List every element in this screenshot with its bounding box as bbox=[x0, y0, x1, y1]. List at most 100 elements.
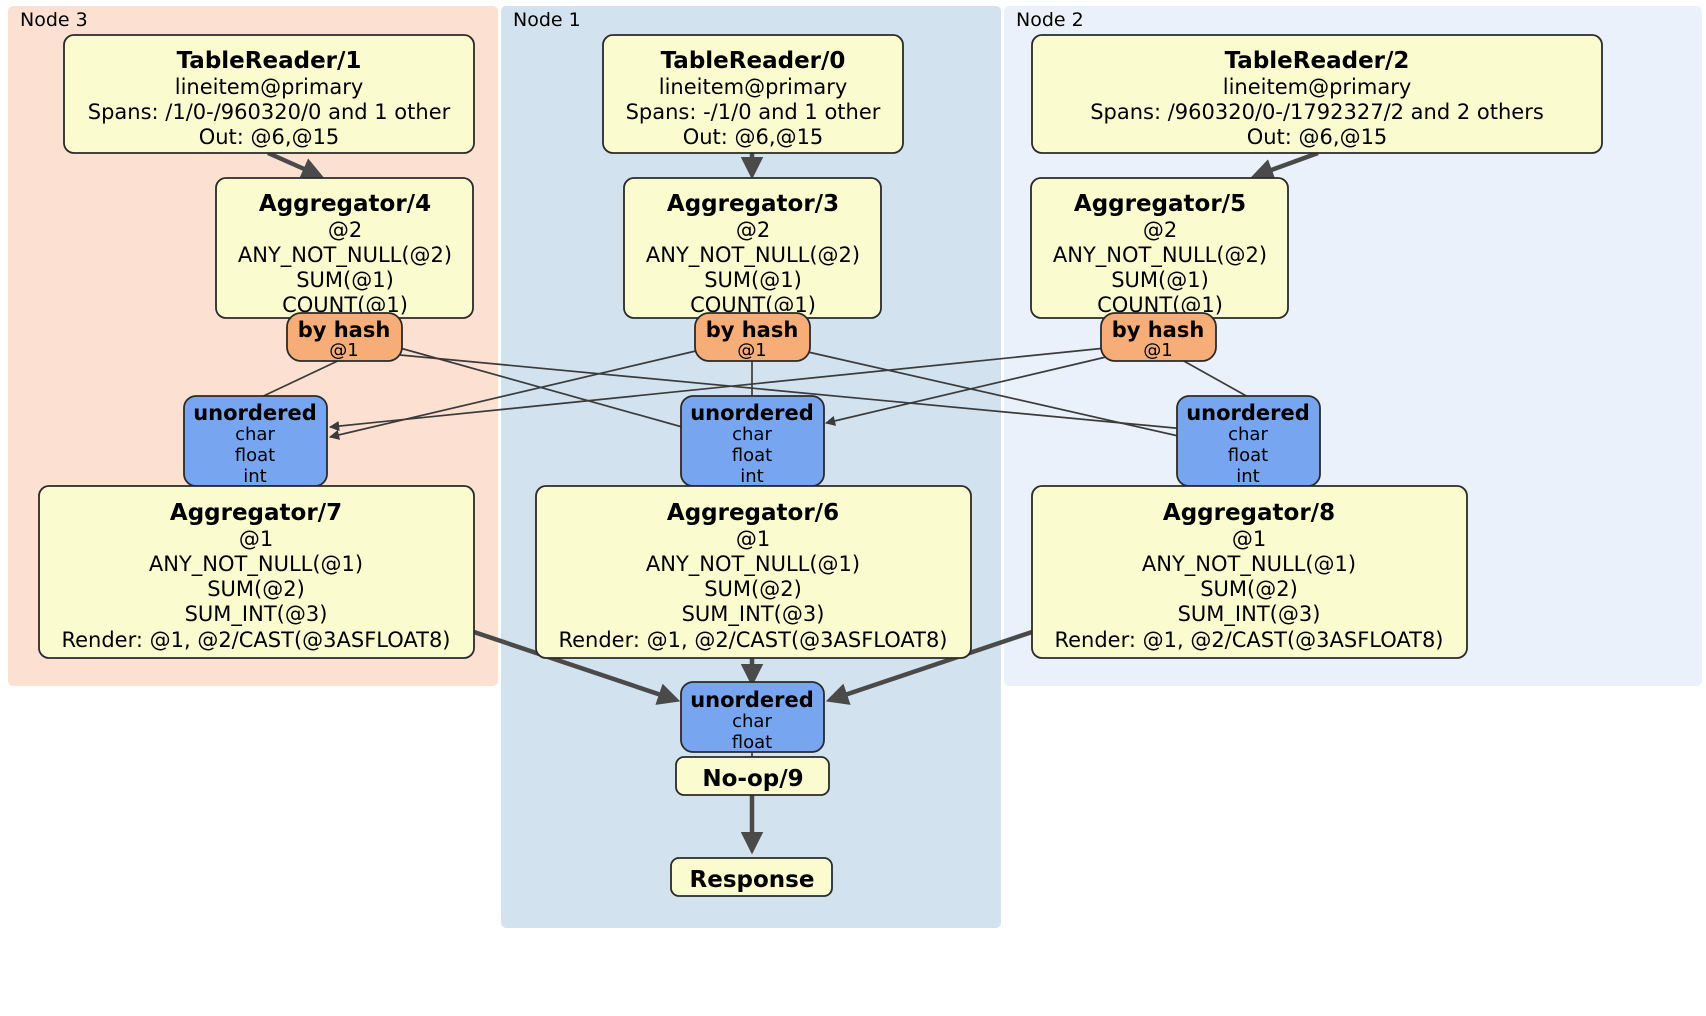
node-aggregator-8[interactable]: Aggregator/8 @1 ANY_NOT_NULL(@1) SUM(@2)… bbox=[1031, 485, 1468, 659]
sync-unordered-center[interactable]: unordered char float int bbox=[680, 395, 825, 487]
node-aggregator-7-line-0: @1 bbox=[239, 527, 273, 551]
node-aggregator-8-title: Aggregator/8 bbox=[1163, 500, 1335, 526]
node-response-title: Response bbox=[690, 867, 815, 893]
router-by-hash-center-box[interactable] bbox=[694, 312, 811, 362]
node-aggregator-6-box[interactable] bbox=[535, 485, 972, 659]
sync-unordered-right-line-0: char bbox=[1228, 424, 1268, 445]
router-by-hash-center-line-0: @1 bbox=[737, 340, 766, 361]
router-by-hash-right-box[interactable] bbox=[1100, 312, 1217, 362]
sync-unordered-final-box[interactable] bbox=[680, 681, 825, 753]
node-aggregator-7-box[interactable] bbox=[38, 485, 475, 659]
node-aggregator-4-title: Aggregator/4 bbox=[259, 191, 431, 217]
edge-tablereader1-to-aggregator4 bbox=[267, 150, 325, 180]
node-aggregator-6[interactable]: Aggregator/6 @1 ANY_NOT_NULL(@1) SUM(@2)… bbox=[535, 485, 972, 659]
node-aggregator-4-line-2: SUM(@1) bbox=[296, 268, 394, 292]
sync-unordered-final-title: unordered bbox=[690, 688, 814, 712]
node-aggregator-4[interactable]: Aggregator/4 @2 ANY_NOT_NULL(@2) SUM(@1)… bbox=[215, 177, 474, 319]
router-by-hash-right-line-0: @1 bbox=[1143, 340, 1172, 361]
sync-unordered-final-line-1: float bbox=[732, 732, 772, 753]
node-tablereader-2-line-2: Out: @6,@15 bbox=[1247, 125, 1388, 149]
node-tablereader-2-line-0: lineitem@primary bbox=[1223, 75, 1412, 99]
router-by-hash-left-title: by hash bbox=[298, 318, 391, 342]
sync-unordered-left-line-1: float bbox=[235, 445, 275, 466]
edge-router-left-to-sync-left bbox=[254, 357, 345, 401]
sync-unordered-right-title: unordered bbox=[1186, 401, 1310, 425]
node-noop-9-box[interactable] bbox=[675, 756, 830, 796]
node-aggregator-8-line-4: Render: @1, @2/CAST(@3ASFLOAT8) bbox=[1054, 628, 1443, 652]
node-aggregator-7-line-3: SUM_INT(@3) bbox=[185, 602, 328, 627]
node-response-box[interactable] bbox=[670, 857, 833, 897]
sync-unordered-right[interactable]: unordered char float int bbox=[1176, 395, 1321, 487]
node-aggregator-8-line-3: SUM_INT(@3) bbox=[1178, 602, 1321, 627]
node-aggregator-8-line-1: ANY_NOT_NULL(@1) bbox=[1142, 552, 1356, 577]
node-aggregator-7-title: Aggregator/7 bbox=[170, 500, 342, 526]
edge-aggregator8-to-sync-final bbox=[825, 629, 1033, 705]
sync-unordered-final-line-0: char bbox=[732, 711, 772, 732]
router-by-hash-right[interactable]: by hash @1 bbox=[1100, 312, 1217, 362]
sync-unordered-center-line-1: float bbox=[732, 445, 772, 466]
node-tablereader-1[interactable]: TableReader/1 lineitem@primary Spans: /1… bbox=[63, 34, 475, 154]
node-aggregator-7-line-1: ANY_NOT_NULL(@1) bbox=[149, 552, 363, 577]
node-aggregator-6-line-4: Render: @1, @2/CAST(@3ASFLOAT8) bbox=[558, 628, 947, 652]
sync-unordered-right-line-1: float bbox=[1228, 445, 1268, 466]
node-aggregator-6-line-2: SUM(@2) bbox=[704, 577, 802, 601]
edge-router-center-to-sync-left bbox=[329, 349, 701, 440]
edge-router-right-to-sync-left bbox=[328, 347, 1107, 432]
node-aggregator-5-line-2: SUM(@1) bbox=[1111, 268, 1209, 292]
node-aggregator-8-box[interactable] bbox=[1031, 485, 1468, 659]
edge-tablereader2-to-aggregator5 bbox=[1250, 150, 1319, 181]
node-tablereader-1-line-0: lineitem@primary bbox=[175, 75, 364, 99]
node-aggregator-6-title: Aggregator/6 bbox=[667, 500, 839, 526]
sync-unordered-final[interactable]: unordered char float bbox=[680, 681, 825, 753]
edge-router-center-to-sync-right bbox=[807, 351, 1197, 443]
router-by-hash-center-title: by hash bbox=[706, 318, 799, 342]
sync-unordered-left-line-0: char bbox=[235, 424, 275, 445]
node-tablereader-0-line-2: Out: @6,@15 bbox=[683, 125, 824, 149]
node-tablereader-0-title: TableReader/0 bbox=[661, 48, 846, 74]
node-aggregator-3-line-0: @2 bbox=[736, 218, 770, 242]
node-aggregator-6-line-3: SUM_INT(@3) bbox=[682, 602, 825, 627]
node-aggregator-5-line-1: ANY_NOT_NULL(@2) bbox=[1053, 243, 1267, 268]
edge-aggregator7-to-sync-final bbox=[473, 629, 681, 705]
node-aggregator-3-line-2: SUM(@1) bbox=[704, 268, 802, 292]
node-tablereader-0-box[interactable] bbox=[602, 34, 904, 154]
router-by-hash-left[interactable]: by hash @1 bbox=[286, 312, 403, 362]
node-aggregator-8-line-0: @1 bbox=[1232, 527, 1266, 551]
sync-unordered-center-title: unordered bbox=[690, 401, 814, 425]
node-tablereader-2[interactable]: TableReader/2 lineitem@primary Spans: /9… bbox=[1031, 34, 1603, 154]
node-aggregator-7-line-2: SUM(@2) bbox=[207, 577, 305, 601]
node-aggregator-4-line-0: @2 bbox=[328, 218, 362, 242]
sync-unordered-right-line-2: int bbox=[1236, 466, 1259, 487]
edge-router-right-to-sync-center bbox=[825, 356, 1107, 426]
sync-unordered-center-line-0: char bbox=[732, 424, 772, 445]
node-aggregator-6-line-1: ANY_NOT_NULL(@1) bbox=[646, 552, 860, 577]
node-tablereader-2-title: TableReader/2 bbox=[1225, 48, 1410, 74]
node-tablereader-0[interactable]: TableReader/0 lineitem@primary Spans: -/… bbox=[602, 34, 904, 154]
node-noop-9[interactable]: No-op/9 bbox=[675, 756, 830, 796]
router-by-hash-left-line-0: @1 bbox=[329, 340, 358, 361]
node-aggregator-5[interactable]: Aggregator/5 @2 ANY_NOT_NULL(@2) SUM(@1)… bbox=[1030, 177, 1289, 319]
sync-unordered-left[interactable]: unordered char float int bbox=[183, 395, 328, 487]
node-tablereader-2-box[interactable] bbox=[1031, 34, 1603, 154]
node-response[interactable]: Response bbox=[670, 857, 833, 897]
node-tablereader-1-box[interactable] bbox=[63, 34, 475, 154]
router-by-hash-left-box[interactable] bbox=[286, 312, 403, 362]
router-by-hash-right-title: by hash bbox=[1112, 318, 1205, 342]
sync-unordered-center-line-2: int bbox=[740, 466, 763, 487]
cluster-node-2-label: Node 2 bbox=[1016, 9, 1084, 31]
edge-router-left-to-sync-center bbox=[399, 347, 701, 435]
node-tablereader-1-line-1: Spans: /1/0-/960320/0 and 1 other bbox=[88, 100, 451, 124]
router-by-hash-center[interactable]: by hash @1 bbox=[694, 312, 811, 362]
node-tablereader-1-title: TableReader/1 bbox=[177, 48, 362, 74]
sync-unordered-left-line-2: int bbox=[243, 466, 266, 487]
node-noop-9-title: No-op/9 bbox=[702, 766, 803, 792]
node-aggregator-3[interactable]: Aggregator/3 @2 ANY_NOT_NULL(@2) SUM(@1)… bbox=[623, 177, 882, 319]
node-aggregator-7-line-4: Render: @1, @2/CAST(@3ASFLOAT8) bbox=[61, 628, 450, 652]
node-tablereader-0-line-1: Spans: -/1/0 and 1 other bbox=[626, 100, 881, 124]
node-tablereader-0-line-0: lineitem@primary bbox=[659, 75, 848, 99]
node-aggregator-3-title: Aggregator/3 bbox=[667, 191, 839, 217]
node-tablereader-2-line-1: Spans: /960320/0-/1792327/2 and 2 others bbox=[1090, 100, 1544, 124]
node-aggregator-7[interactable]: Aggregator/7 @1 ANY_NOT_NULL(@1) SUM(@2)… bbox=[38, 485, 475, 659]
